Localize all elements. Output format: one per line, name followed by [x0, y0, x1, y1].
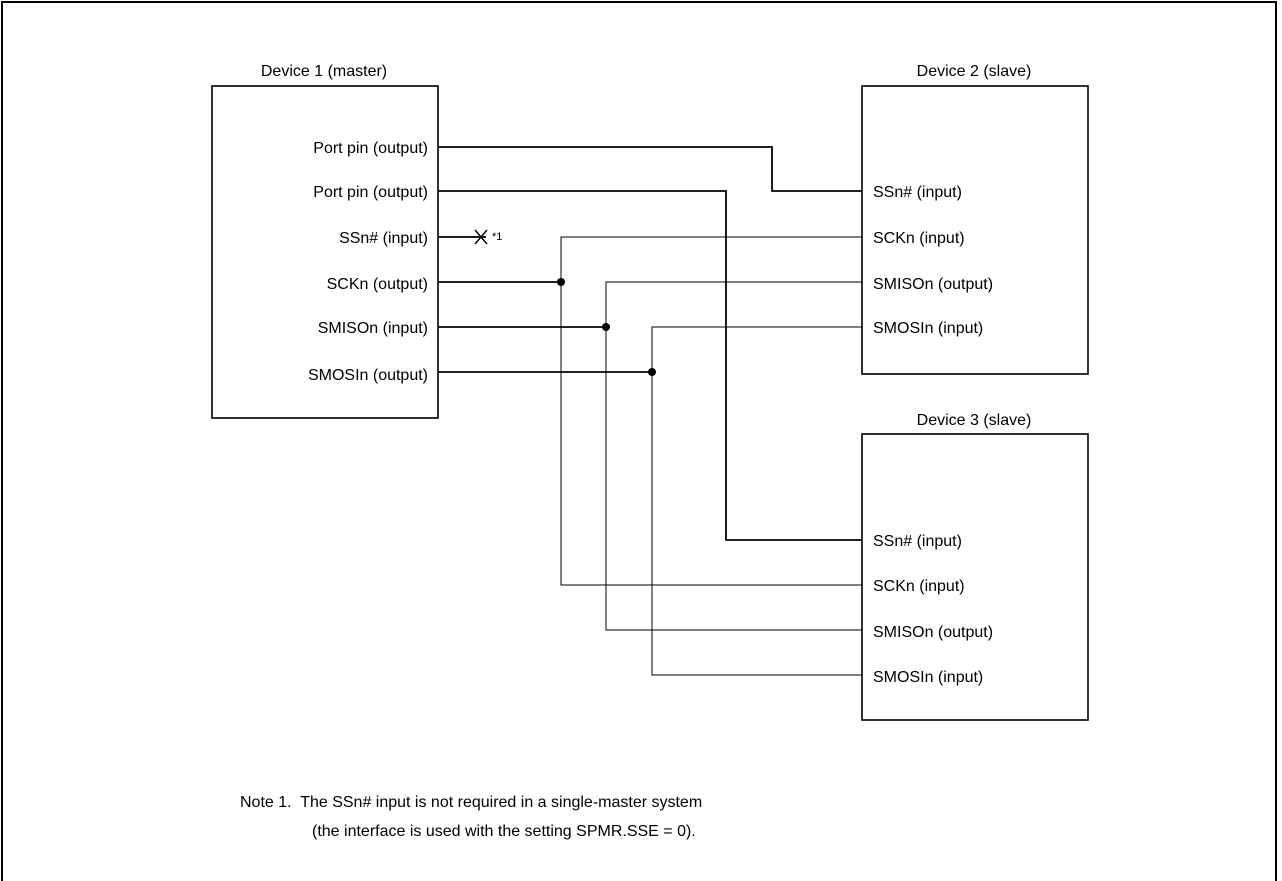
junction-dot-smison	[602, 323, 610, 331]
device1-pin-ssn: SSn# (input)	[339, 230, 428, 247]
device1-pin-smison: SMISOn (input)	[318, 320, 428, 337]
device3-pin-ssn: SSn# (input)	[873, 533, 962, 550]
note-line-1: Note 1. The SSn# input is not required i…	[240, 794, 703, 811]
wire-smosin-bus	[651, 326, 862, 676]
device1-pin-port1: Port pin (output)	[313, 140, 428, 157]
device3-pin-sckn: SCKn (input)	[873, 578, 965, 595]
device3-pin-smosin: SMOSIn (input)	[873, 669, 983, 686]
device2-pin-smosin: SMOSIn (input)	[873, 320, 983, 337]
device1-pin-port2: Port pin (output)	[313, 184, 428, 201]
device2-pin-ssn: SSn# (input)	[873, 184, 962, 201]
wire-smison-bus	[605, 281, 862, 631]
device1-title: Device 1 (master)	[261, 63, 387, 80]
device1-box	[211, 85, 439, 419]
device2-pin-sckn: SCKn (input)	[873, 230, 965, 247]
device2-title: Device 2 (slave)	[917, 63, 1032, 80]
wire-port2-to-dev3-ssn	[438, 190, 862, 541]
device1-pin-smosin: SMOSIn (output)	[308, 367, 428, 384]
junction-dot-sckn	[557, 278, 565, 286]
wire-sckn-bus	[560, 236, 862, 586]
device3-title: Device 3 (slave)	[917, 412, 1032, 429]
no-connect-x-icon	[474, 229, 488, 245]
device2-pin-smison: SMISOn (output)	[873, 276, 993, 293]
footnote-mark: *1	[492, 231, 502, 243]
device1-pin-sckn: SCKn (output)	[327, 276, 428, 293]
junction-dot-smosin	[648, 368, 656, 376]
wire-port1-to-dev2-ssn	[438, 146, 862, 192]
note-line-2: (the interface is used with the setting …	[312, 823, 696, 840]
device2-box	[861, 85, 1089, 375]
device3-pin-smison: SMISOn (output)	[873, 624, 993, 641]
device3-box	[861, 433, 1089, 721]
